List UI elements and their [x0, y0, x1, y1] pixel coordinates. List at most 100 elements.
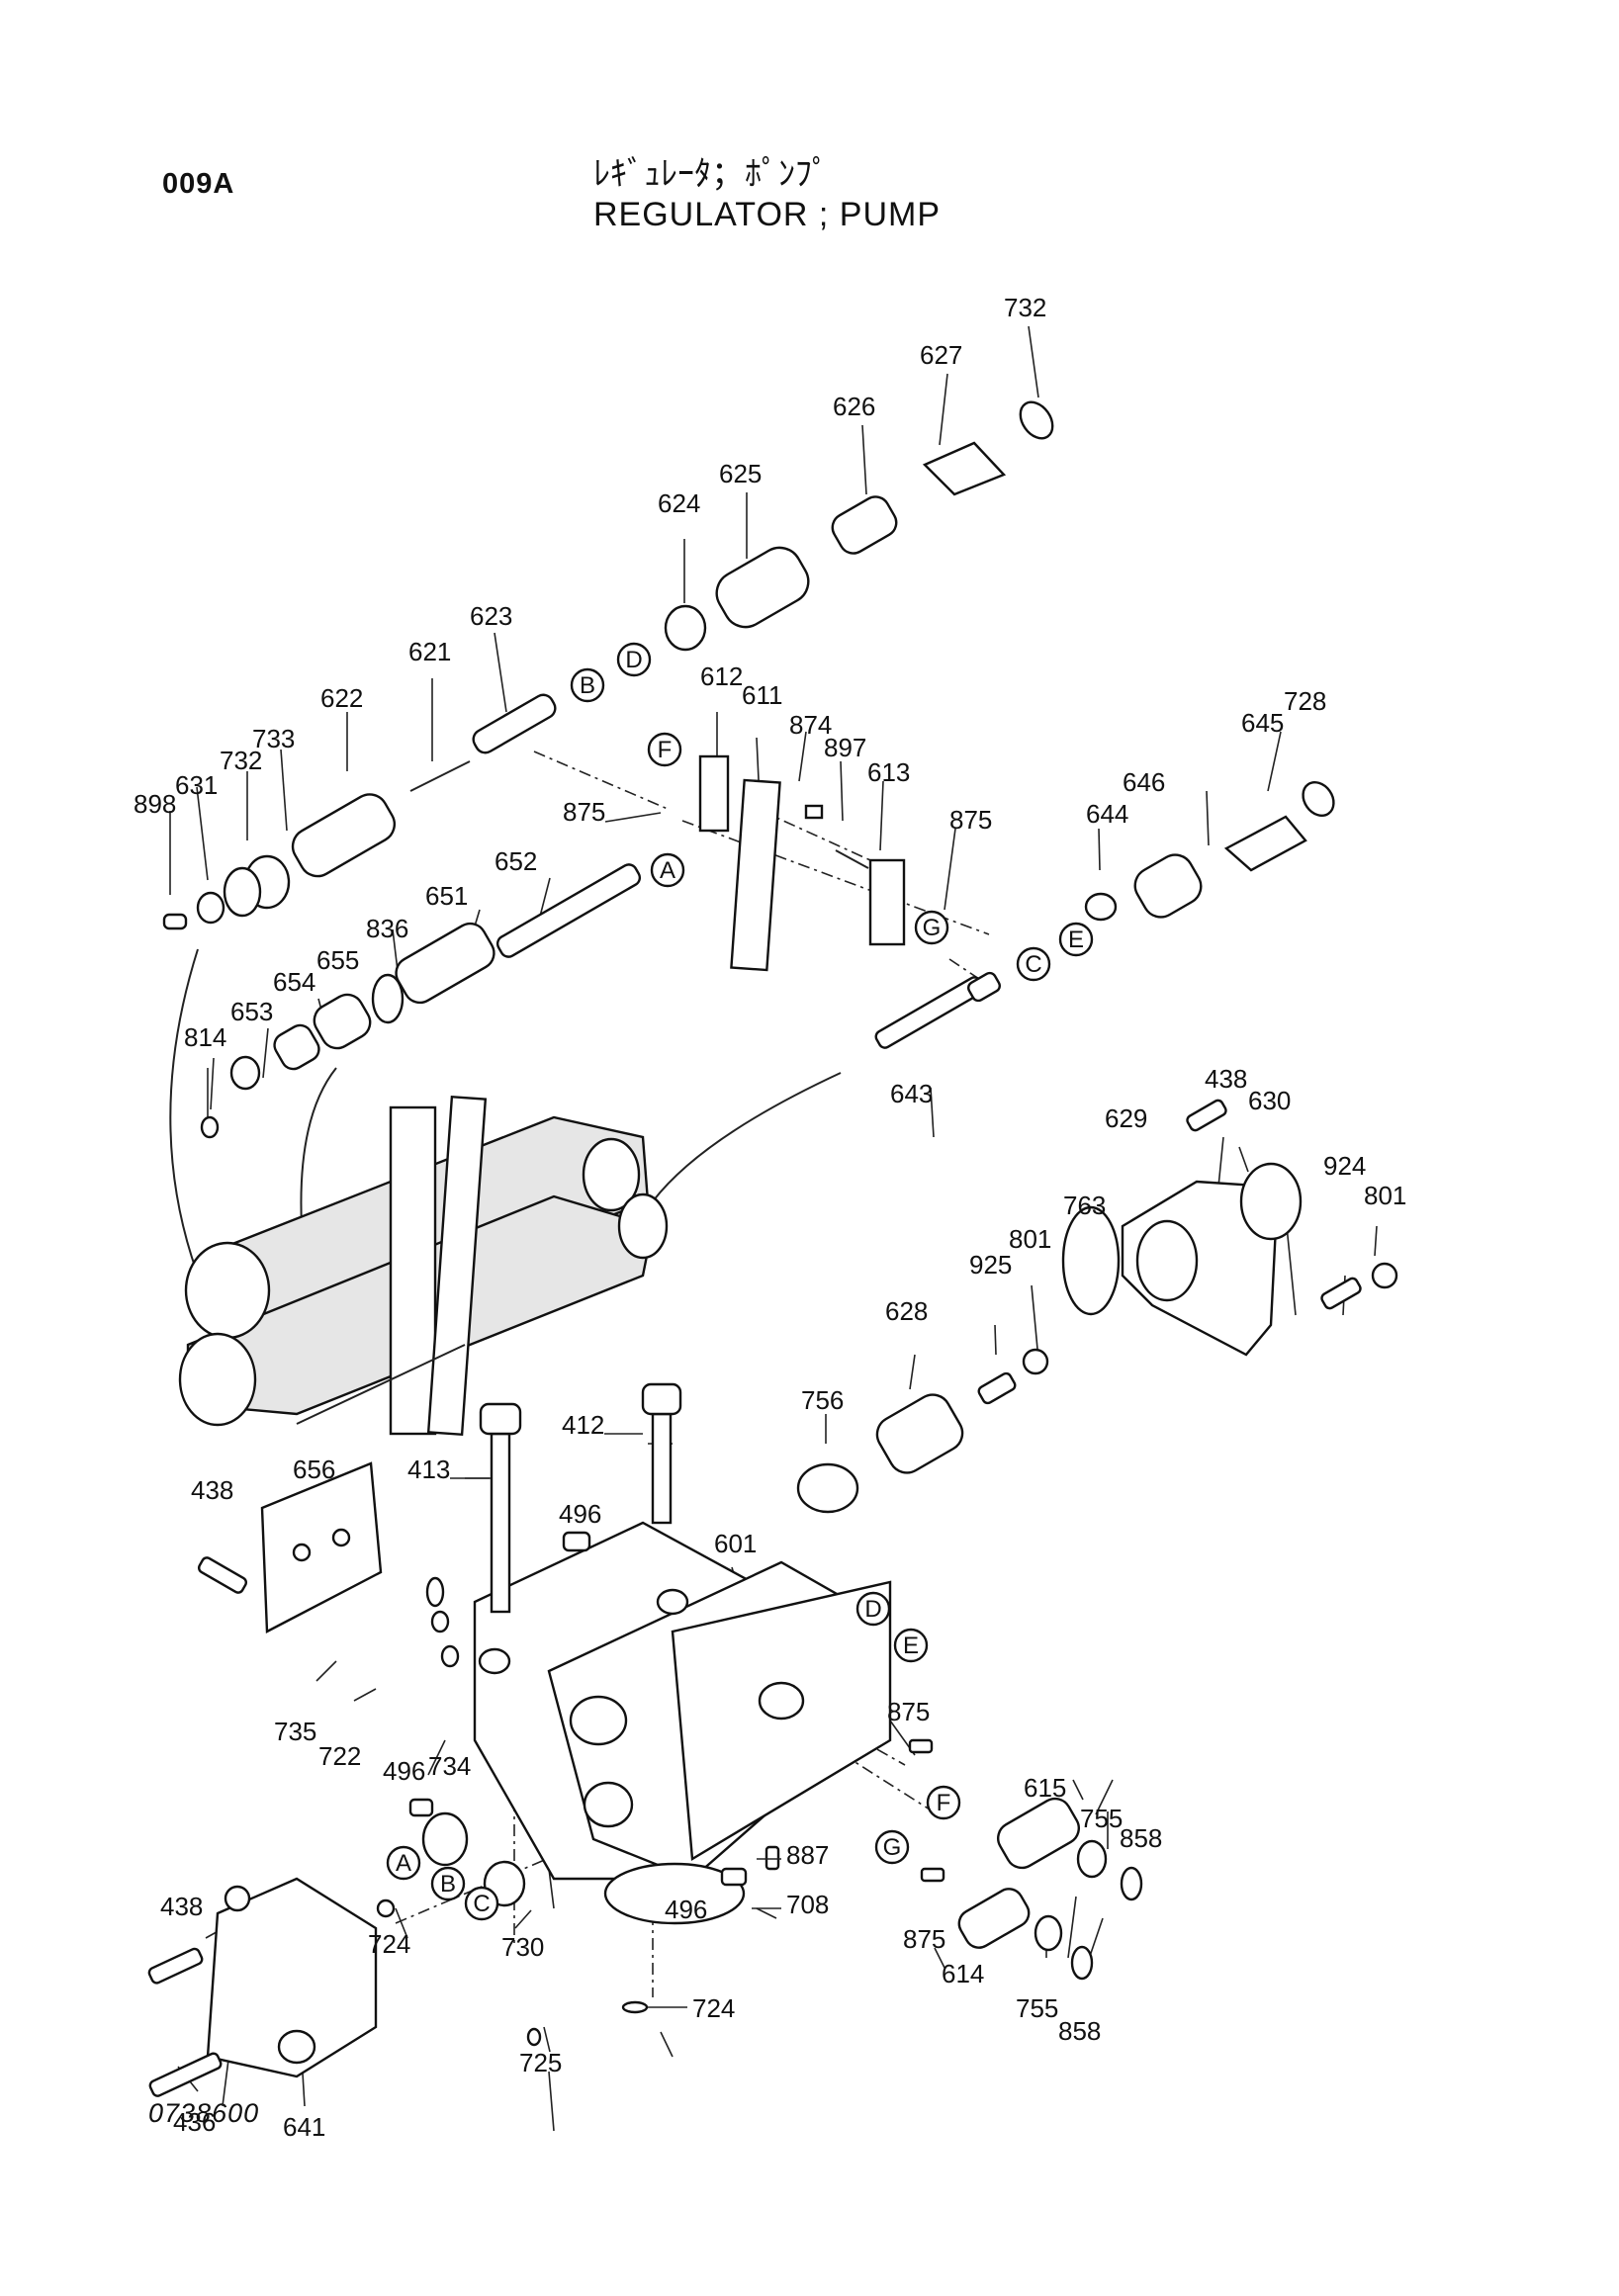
part-label: 722: [318, 1741, 361, 1771]
o-ring-725: [526, 2027, 542, 2047]
part-label: 626: [833, 392, 875, 421]
pin-875-bottom: [908, 1738, 934, 1754]
snap-858-bottom: [1070, 1945, 1094, 1981]
part-label: 651: [425, 881, 468, 911]
sleeve-615: [997, 1797, 1080, 1870]
cover-629: [796, 1099, 1398, 1514]
part-label: 628: [885, 1296, 928, 1326]
part-label: 436: [173, 2107, 216, 2137]
part-label: 924: [1323, 1151, 1366, 1181]
part-label: 724: [692, 1993, 735, 2023]
part-label: 652: [495, 846, 537, 876]
svg-text:E: E: [1068, 927, 1084, 953]
o-ring-732-top: [1019, 400, 1054, 440]
part-label: 646: [1123, 767, 1165, 797]
bolt-412: [651, 1412, 673, 1525]
plug-496-bottom: [720, 1867, 748, 1887]
leader-lines: [169, 325, 1378, 2132]
upper-valve-parts: [162, 400, 1335, 1301]
part-label: 611: [742, 680, 782, 710]
plug-645: [1223, 815, 1307, 872]
ref-tag-F-body: F: [926, 1785, 961, 1820]
ref-tag-C: C: [1016, 946, 1051, 982]
bottom-right-parts: [765, 1738, 1143, 1981]
ref-tag-D-body: D: [855, 1591, 891, 1627]
part-label: 875: [887, 1697, 930, 1726]
part-label: 732: [1004, 293, 1046, 322]
svg-text:C: C: [473, 1891, 490, 1917]
seat-624: [664, 604, 707, 652]
ref-tag-E-body: E: [893, 1628, 929, 1663]
ring-814: [200, 1115, 220, 1139]
part-label: 413: [407, 1455, 450, 1484]
o-ring-756: [796, 1462, 859, 1514]
pin-875-lower: [920, 1867, 945, 1883]
plug-496-top: [562, 1531, 591, 1552]
svg-text:G: G: [923, 915, 942, 941]
part-label: 643: [890, 1079, 933, 1108]
spool-652: [495, 863, 642, 958]
ref-tag-A: A: [650, 852, 685, 888]
o-ring-755-bottom: [1034, 1914, 1063, 1952]
part-label: 733: [252, 724, 295, 753]
o-ring-724-left: [376, 1899, 396, 1918]
part-label: 496: [559, 1499, 601, 1529]
bolt-436: [148, 2052, 223, 2097]
part-label: 655: [316, 945, 359, 975]
spring-626: [831, 495, 898, 555]
lever-611: [730, 778, 781, 972]
seat-644: [1084, 892, 1118, 922]
part-label: 624: [658, 488, 700, 518]
sleeve-614: [957, 1888, 1031, 1949]
drawing-number: 0738600: [148, 2098, 260, 2128]
part-label: 496: [383, 1756, 425, 1786]
pin-898: [162, 913, 188, 930]
bolt-438-top: [197, 1556, 248, 1594]
pin-875-right: [967, 971, 1001, 1003]
bolt-438-bottom: [147, 1947, 204, 1985]
part-label: 622: [320, 683, 363, 713]
svg-text:D: D: [625, 647, 642, 673]
svg-text:A: A: [660, 857, 675, 884]
ref-tag-D: D: [616, 642, 652, 677]
part-label: 801: [1364, 1181, 1406, 1210]
ref-tag-B-body: B: [430, 1866, 466, 1901]
svg-text:F: F: [937, 1790, 951, 1816]
part-label: 644: [1086, 799, 1128, 829]
o-ring-724-bottom: [621, 2000, 649, 2014]
svg-text:E: E: [903, 1633, 919, 1659]
part-label: 438: [160, 1892, 203, 1921]
ref-tag-G-body: G: [874, 1829, 910, 1865]
part-label: 630: [1248, 1086, 1291, 1115]
part-label: 925: [969, 1250, 1012, 1280]
part-label: 412: [562, 1410, 604, 1440]
guide-curve-left: [169, 948, 209, 1301]
ring-631: [196, 891, 225, 925]
o-ring-708: [603, 1862, 746, 1925]
part-label: 623: [470, 601, 512, 631]
piston-623: [472, 693, 557, 754]
part-label: 734: [428, 1751, 471, 1781]
part-label: 653: [230, 997, 273, 1026]
part-label: 496: [665, 1895, 707, 1924]
part-label: 874: [789, 710, 832, 740]
part-label: 755: [1080, 1804, 1123, 1833]
part-label: 897: [824, 733, 866, 762]
part-label: 728: [1284, 686, 1326, 716]
part-label: 656: [293, 1455, 335, 1484]
part-label: 614: [942, 1959, 984, 1988]
part-label: 887: [786, 1840, 829, 1870]
part-label: 725: [519, 2048, 562, 2077]
cover-656: [260, 1461, 383, 1634]
title-japanese: ﾚｷﾞｭﾚｰﾀ；ﾎﾟﾝﾌﾟ: [593, 155, 829, 193]
svg-text:D: D: [864, 1596, 881, 1623]
part-label: 898: [134, 789, 176, 819]
guide-curve-mid: [300, 1067, 337, 1227]
part-label: 627: [920, 340, 962, 370]
ring-836: [371, 973, 405, 1024]
lever-613: [868, 858, 906, 946]
spring-646: [1133, 853, 1203, 919]
o-ring-728: [1302, 781, 1335, 817]
